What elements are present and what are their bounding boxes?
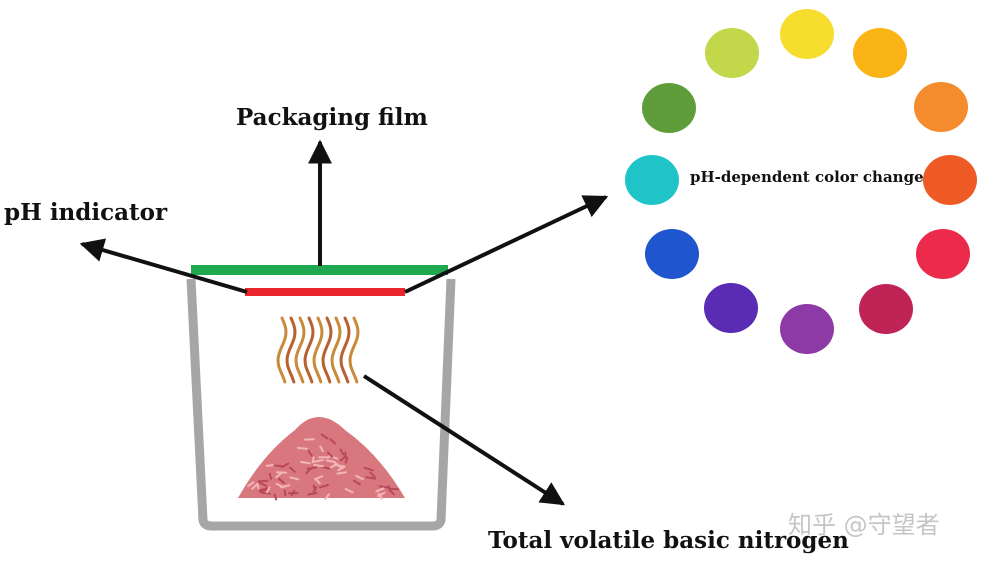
color-swatch-4 [923,155,977,205]
meat-texture [336,471,347,475]
arrow-tvbn [362,374,566,506]
color-swatch-8 [704,283,758,333]
meat-texture [260,491,271,495]
meat-texture [313,464,324,468]
arrow-color-change [404,195,609,294]
meat-texture [289,476,300,481]
color-swatch-12 [705,28,759,78]
meat-texture [247,481,255,488]
gas-line-1 [276,316,288,384]
meat-texture [312,486,318,493]
packaging-film-bar [191,265,448,275]
meat-texture [283,489,287,497]
meat-texture [268,472,273,480]
meat-texture [319,445,324,453]
meat-texture [339,455,347,462]
meat-texture [353,479,361,486]
container-cup [186,278,456,531]
color-swatch-10 [625,155,679,205]
meat-texture [311,456,315,464]
meat-texture [320,433,329,440]
meat-texture [337,465,346,472]
meat-texture [259,486,270,492]
gas-line-6 [321,316,333,384]
gas-line-5 [312,316,324,384]
meat-texture [326,451,334,458]
gas-line-3 [294,316,306,384]
meat-texture [289,466,296,473]
color-swatch-3 [914,82,968,132]
meat-texture [344,488,354,494]
color-swatch-9 [645,229,699,279]
meat-texture [378,485,390,489]
meat-texture [388,487,400,491]
color-swatch-6 [859,284,913,334]
meat-texture [377,492,383,500]
meat-texture [257,479,269,483]
meat-texture [251,483,258,490]
gas-line-4 [303,316,315,384]
meat-texture [290,489,296,497]
tvbn-label: Total volatile basic nitrogen [488,527,849,554]
color-swatch-5 [916,229,970,279]
gas-line-8 [339,316,351,384]
meat-texture [314,475,324,481]
meat-texture [339,448,345,456]
arrow-ph-indicator [79,238,248,294]
meat-texture [325,459,336,464]
gas-line-9 [348,316,360,384]
meat-texture [318,484,329,489]
color-swatch-2 [853,28,907,78]
meat-sample [238,417,405,501]
watermark: 知乎 @守望者 [788,511,940,539]
meat-texture [306,466,318,470]
meat-texture [375,487,385,493]
meat-texture [273,464,285,468]
meat-texture [275,482,285,489]
meat-texture [296,446,308,450]
color-swatch-7 [780,304,834,354]
meat-texture [256,482,260,490]
meat-texture [355,474,364,481]
meat-texture [313,459,324,463]
meat-texture [365,476,377,480]
meat-texture [388,489,395,496]
ph-color-wheel [625,9,977,354]
gas-line-7 [330,316,342,384]
meat-texture [369,471,376,479]
meat-texture [329,438,337,445]
meat-texture [276,471,287,474]
ph-indicator-strip [245,288,405,296]
meat-texture [275,472,283,479]
gas-line-2 [285,316,297,384]
meat-texture [344,456,349,464]
meat-texture [266,486,271,494]
meat-texture [300,461,311,465]
color-swatch-1 [780,9,834,59]
meat-texture [324,493,330,500]
meat-texture [258,481,267,487]
packaging-film-label: Packaging film [236,104,428,131]
meat-texture [363,466,374,472]
meat-texture [307,491,318,496]
volatile-gas-lines [276,316,360,384]
meat-texture [278,477,285,484]
meat-texture [307,450,313,457]
color-swatch-11 [642,83,696,133]
meat-texture [273,493,278,501]
meat-texture [333,463,345,468]
color-change-label: pH-dependent color change [690,168,924,186]
meat-texture [305,467,312,475]
ph-indicator-label: pH indicator [4,199,168,226]
